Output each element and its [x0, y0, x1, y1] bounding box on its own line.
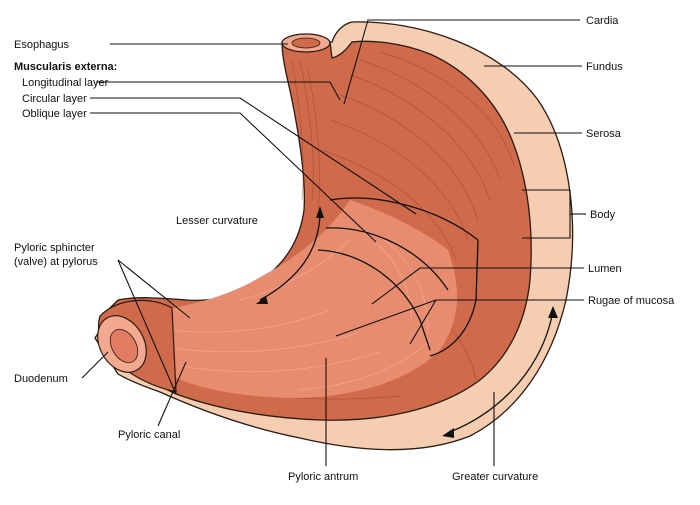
label-duodenum: Duodenum: [14, 373, 68, 385]
label-pyloric-sphincter-line1: Pyloric sphincter: [14, 242, 95, 254]
oblique-layer-cut-edge: [325, 227, 449, 291]
label-oblique-layer: Oblique layer: [22, 108, 87, 120]
label-esophagus: Esophagus: [14, 39, 70, 51]
label-rugae-of-mucosa: Rugae of mucosa: [588, 295, 675, 307]
lesser-curvature-arrow: [259, 215, 321, 301]
label-cardia: Cardia: [586, 15, 619, 27]
lesser-curvature-arrowhead-top: [316, 206, 324, 218]
greater-curvature-arrowhead-bottom: [442, 428, 454, 438]
label-body: Body: [590, 209, 616, 221]
label-muscularis-externa: Muscularis externa:: [14, 61, 117, 73]
label-pyloric-antrum: Pyloric antrum: [288, 471, 358, 483]
mucosa-cut-surface: [148, 200, 458, 398]
lesser-curvature-arrowhead-bottom: [256, 296, 268, 304]
label-fundus: Fundus: [586, 61, 623, 73]
label-greater-curvature: Greater curvature: [452, 471, 538, 483]
leader-lines: [81, 19, 586, 466]
label-lumen: Lumen: [588, 263, 622, 275]
rugae-folds: [169, 229, 431, 391]
circular-layer-cut-edge: [329, 197, 479, 241]
greater-curvature-arrowhead-top: [548, 306, 558, 318]
label-longitudinal-layer: Longitudinal layer: [22, 77, 109, 89]
mucosa-cut-edge: [317, 249, 431, 351]
label-serosa: Serosa: [586, 128, 622, 140]
greater-curvature-arrow: [449, 315, 553, 433]
label-pyloric-sphincter-line2: (valve) at pylorus: [14, 256, 98, 268]
label-lesser-curvature: Lesser curvature: [176, 215, 258, 227]
label-circular-layer: Circular layer: [22, 93, 87, 105]
label-pyloric-canal: Pyloric canal: [118, 429, 180, 441]
